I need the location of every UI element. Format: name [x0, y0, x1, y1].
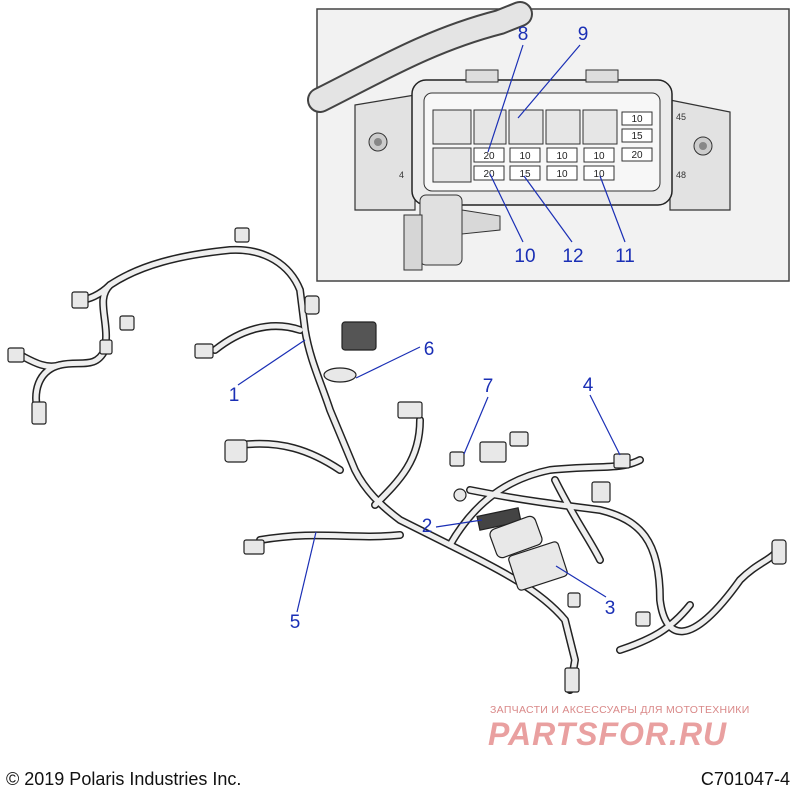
pin-number: 4 [399, 170, 404, 180]
fuse [546, 165, 578, 181]
relay [545, 109, 581, 145]
callout-11: 11 [615, 246, 635, 267]
svg-text:15: 15 [519, 169, 531, 180]
fuse [583, 147, 615, 163]
connector [591, 481, 611, 503]
connector [194, 343, 214, 359]
callout-2: 2 [422, 516, 433, 537]
svg-text:20: 20 [483, 169, 495, 180]
connector [119, 315, 135, 331]
connector [31, 401, 47, 425]
fuse-box-inset: 20 20 10 10 10 15 10 10 10 15 20 4 45 48 [307, 1, 790, 282]
connector [243, 539, 265, 555]
connector [71, 291, 89, 309]
relay [432, 147, 472, 183]
callout-12: 12 [562, 246, 583, 267]
callout-3: 3 [605, 598, 616, 619]
connector [771, 539, 787, 565]
figure-id: C701047-4 [700, 769, 790, 789]
callout-7: 7 [483, 376, 494, 397]
callout-8: 8 [518, 24, 529, 45]
connector [304, 295, 320, 315]
watermark-brand: PARTSFOR.RU [488, 716, 728, 752]
fuse-box [508, 541, 568, 591]
pin-number: 48 [676, 170, 686, 180]
connector [479, 441, 507, 463]
fuse [509, 147, 541, 163]
callout-5: 5 [290, 612, 301, 633]
svg-text:10: 10 [593, 169, 605, 180]
svg-text:10: 10 [556, 151, 568, 162]
connector [509, 431, 529, 447]
svg-text:20: 20 [631, 150, 643, 161]
connector [635, 611, 651, 627]
connector [224, 439, 248, 463]
relay [473, 109, 507, 145]
pin-number: 45 [676, 112, 686, 122]
connector [449, 451, 465, 467]
label-plate [476, 507, 522, 531]
svg-text:10: 10 [556, 169, 568, 180]
fuse [473, 165, 505, 181]
fuse [509, 165, 541, 181]
connector [567, 592, 581, 608]
svg-text:10: 10 [593, 151, 605, 162]
watermark-tagline: ЗАПЧАСТИ И АКСЕССУАРЫ ДЛЯ МОТОТЕХНИКИ [490, 704, 750, 716]
connector [99, 339, 113, 355]
callout-9: 9 [578, 24, 589, 45]
relay [582, 109, 618, 145]
fuse [621, 111, 653, 126]
svg-text:20: 20 [483, 151, 495, 162]
callout-6: 6 [424, 339, 435, 360]
main-harness [16, 245, 784, 694]
fuse [583, 165, 615, 181]
harness-connectors [7, 227, 787, 693]
connector [234, 227, 250, 243]
ring-terminal [453, 488, 467, 502]
callout-10: 10 [514, 246, 535, 267]
fuse [621, 128, 653, 143]
cover [489, 515, 543, 559]
connector [613, 453, 631, 469]
callout-4: 4 [583, 375, 594, 396]
connector-block [341, 321, 377, 351]
svg-text:10: 10 [631, 114, 643, 125]
fuse [546, 147, 578, 163]
relay [432, 109, 472, 145]
connector-plug [419, 194, 463, 266]
connector [564, 667, 580, 693]
connector [397, 401, 423, 419]
callout-1: 1 [229, 385, 240, 406]
fuse [621, 147, 653, 162]
svg-text:15: 15 [631, 131, 643, 142]
connector [7, 347, 25, 363]
copyright-notice: © 2019 Polaris Industries Inc. [6, 769, 242, 789]
relay [508, 109, 544, 145]
grommet [323, 367, 357, 383]
svg-text:10: 10 [519, 151, 531, 162]
